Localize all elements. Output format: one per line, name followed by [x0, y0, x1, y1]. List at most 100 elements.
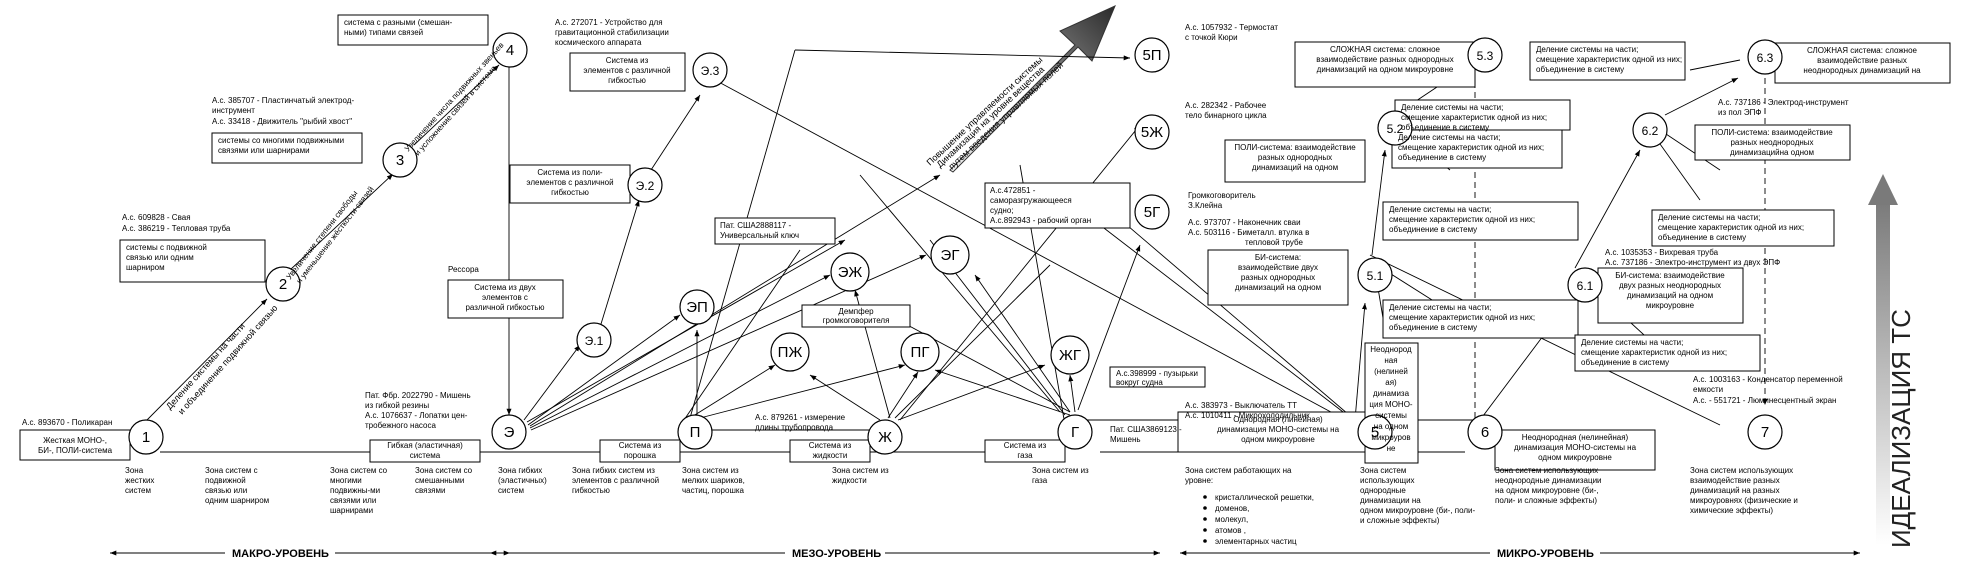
node-label-n5Zh: 5Ж	[1141, 124, 1163, 141]
zone-z3-line: связями или	[330, 496, 376, 505]
patent-p51a: А.с. 973707 - Наконечник сваи	[1188, 218, 1301, 227]
node-circles	[128, 32, 1783, 455]
box-bG-line: газа	[1017, 451, 1033, 460]
box-b62-line: разных неоднородных	[1730, 138, 1813, 147]
patent-p5Ga: Громкоговоритель	[1188, 191, 1256, 200]
node-label-n51: 5.1	[1367, 269, 1384, 283]
node-label-Zh: Ж	[878, 429, 892, 446]
box-bDemp-line: Демпфер	[838, 307, 874, 316]
node-label-EG: ЭГ	[941, 247, 960, 264]
node-label-EZh: ЭЖ	[838, 264, 863, 281]
box-bZh-line: жидкости	[813, 451, 848, 460]
box-bDiv1-line: Деление системы на части;	[1398, 133, 1500, 142]
box-b52-line: разных однородных	[1258, 153, 1332, 162]
patent-p7b: емкости	[1693, 385, 1723, 394]
box-b61-line: микроуровне	[1646, 301, 1695, 310]
box-b61-line: динамизаций на одном	[1627, 291, 1713, 300]
patent-p62b: из пол ЭПФ	[1718, 108, 1761, 117]
box-bDiv6-line: объединение в систему	[1581, 358, 1669, 367]
node-label-n63: 6.3	[1757, 51, 1774, 65]
box-bE1-line: элементов с	[482, 293, 528, 302]
zone-z4-line: смешанными	[415, 476, 464, 485]
zone-z51-line: одном микроуровне (би-, поли-	[1360, 506, 1476, 515]
box-bSamo-line: А.с.472851 -	[990, 186, 1036, 195]
zone-zE-line: (эластичных)	[498, 476, 547, 485]
box-bDiv2-line: смещение характеристик одной из них;	[1389, 215, 1535, 224]
box-bDiv4-line: Деление системы на части;	[1536, 45, 1638, 54]
diag-label-2a: Увеличение степени свободы	[284, 189, 359, 281]
big-progress-arrow: Повышение управляемости системы Динамиза…	[925, 5, 1116, 173]
node-label-n5P: 5П	[1142, 47, 1161, 64]
zone-z5list-item: элементарных частиц	[1215, 537, 1297, 546]
level-axis: МАКРО-УРОВЕНЬ МЕЗО-УРОВЕНЬ МИКРО-УРОВЕНЬ	[110, 544, 1860, 560]
patent-pEa: Пат. Фбр. 2022790 - Мишень	[365, 391, 471, 400]
node-label-n61: 6.1	[1577, 279, 1594, 293]
diag-label-1a: Деление системы на части	[164, 321, 247, 411]
box-bPuz-line: А.с.398999 - пузырьки	[1116, 369, 1198, 378]
box-bDiv2-line: Деление системы на части;	[1389, 205, 1491, 214]
box-bE2-line: элементов с различной	[526, 178, 613, 187]
patent-pZha: А.с. 879261 - измерение	[755, 413, 846, 422]
zone-zZh-line: Зона систем из	[832, 466, 889, 475]
zone-z2-line: одним шарниром	[205, 496, 269, 505]
box-bNeodn-line: ная	[1384, 356, 1397, 365]
box-bE3-line: Система из	[606, 56, 649, 65]
node-label-EP: ЭП	[686, 299, 708, 316]
box-b51-line: динамизаций на одном	[1235, 283, 1321, 292]
box-b52-line: динамизаций на одном	[1252, 163, 1338, 172]
box-bDiv7-line: Деление системы на части;	[1401, 103, 1503, 112]
node-label-G: Г	[1071, 424, 1079, 441]
zone-z4-line: связями	[415, 486, 445, 495]
patent-p5Zhb: тело бинарного цикла	[1185, 111, 1267, 120]
patent-p5a: А.с. 383973 - Выключатель ТТ	[1185, 401, 1297, 410]
box-b51-line: взаимодействие двух	[1238, 263, 1318, 272]
zone-z5-line: Зона систем работающих на	[1185, 466, 1292, 475]
box-bUniv-line: Универсальный ключ	[720, 231, 799, 240]
box-bE3-line: гибкостью	[608, 76, 646, 85]
patent-pEb: из гибкой резины	[365, 401, 429, 410]
diag-label-1b: и объединение подвижной связью	[176, 303, 280, 416]
zone-zE-line: Зона гибких	[498, 466, 542, 475]
zone-zE1-line: Зона гибких систем из	[572, 466, 655, 475]
zone-z7-line: химические эффекты)	[1690, 506, 1773, 515]
patent-p2b: А.с. 386219 - Тепловая труба	[122, 224, 231, 233]
zone-z6-line: на одном микроуровне (би-,	[1495, 486, 1599, 495]
box-bNeodn-line: ция МОНО-	[1369, 400, 1412, 409]
zone-bullet	[1203, 528, 1207, 532]
macro-level-label: МАКРО-УРОВЕНЬ	[232, 548, 329, 560]
zone-z5list-item: молекул,	[1215, 515, 1248, 524]
patent-pEd: тробежного насоса	[365, 421, 436, 430]
node-label-E2: Э.2	[636, 179, 655, 193]
box-bE-line: Гибкая (эластичная)	[387, 441, 463, 450]
node-label-n62: 6.2	[1642, 124, 1659, 138]
box-b61-line: БИ-система: взаимодействие	[1615, 271, 1725, 280]
node-label-E3: Э.3	[701, 64, 720, 78]
node-label-PG: ПГ	[911, 344, 930, 361]
zone-bullet	[1203, 495, 1207, 499]
patent-pEc: А.с. 1076637 - Лопатки цен-	[365, 411, 468, 420]
box-b4-line: ными) типами связей	[344, 28, 423, 37]
box-bP-line: Система из	[619, 441, 662, 450]
box-bDiv7-line: смещение характеристик одной из них;	[1401, 113, 1547, 122]
box-bNeodn-line: системы	[1375, 411, 1407, 420]
node-label-n2: 2	[279, 276, 287, 293]
diag-label-3a: Увеличение числа подвижных звеньев	[403, 41, 506, 154]
box-bNeodn-line: Неоднород	[1370, 345, 1412, 354]
zone-z1-line: систем	[125, 486, 151, 495]
zone-bullet	[1203, 539, 1207, 543]
box-b63-line: СЛОЖНАЯ система: сложное	[1807, 46, 1918, 55]
box-bDiv4-line: объединение в систему	[1536, 65, 1624, 74]
box-bDiv5-line: смещение характеристик одной из них;	[1658, 223, 1804, 232]
box-b6-line: Неоднородная (нелинейная)	[1522, 433, 1629, 442]
box-bPuz-line: вокруг судна	[1116, 378, 1163, 387]
box-bNeodn-line: динамиза	[1373, 389, 1410, 398]
patent-pZhb: длины трубопровода	[755, 423, 834, 432]
box-b51-line: разных однородных	[1241, 273, 1315, 282]
node-label-n53: 5.3	[1477, 49, 1494, 63]
diag-label-2b: и уменьшение жёсткости связей	[294, 185, 375, 285]
box-b4-line: система с разными (смешан-	[344, 18, 453, 27]
box-bP-line: порошка	[624, 451, 657, 460]
